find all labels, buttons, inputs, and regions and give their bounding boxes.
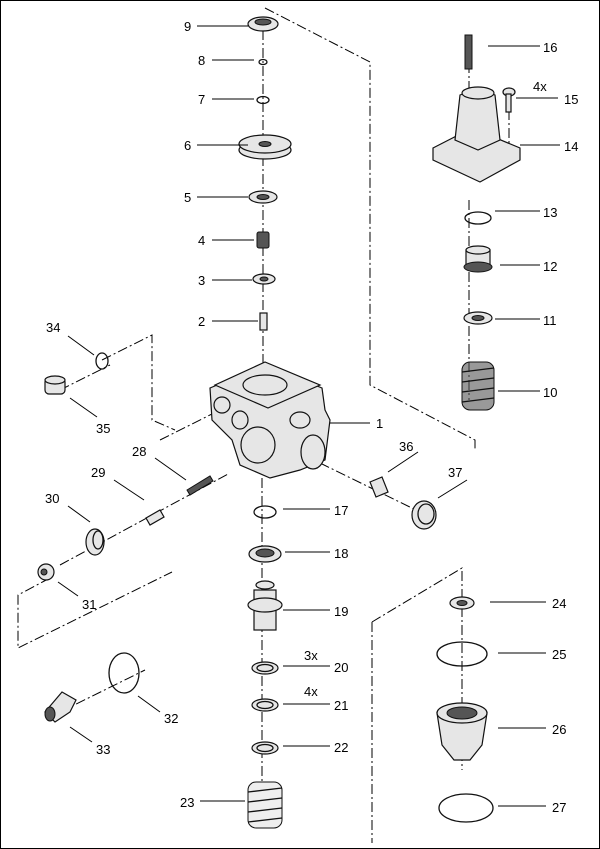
part-4-spring (256, 231, 270, 249)
callout-20: 20 (334, 660, 348, 675)
callout-9: 9 (184, 19, 191, 34)
callout-24: 24 (552, 596, 566, 611)
part-5-seal (248, 190, 278, 204)
part-17-o-ring (253, 505, 277, 519)
callout-15: 15 (564, 92, 578, 107)
part-37-cap (411, 500, 437, 530)
callout-32: 32 (164, 711, 178, 726)
part-19-piston (247, 580, 283, 631)
callout-2: 2 (198, 314, 205, 329)
part-14-housing (432, 86, 521, 183)
part-31-nut (37, 563, 55, 581)
parts (37, 16, 521, 829)
part-28-spring (186, 475, 214, 496)
callout-30: 30 (45, 491, 59, 506)
part-27-circlip (438, 793, 494, 823)
callout-21: 21 (334, 698, 348, 713)
leader-lines (57, 25, 560, 807)
callout-35: 35 (96, 421, 110, 436)
part-30-seal (85, 528, 105, 556)
part-7-o-ring (256, 95, 270, 105)
callout-37: 37 (448, 465, 462, 480)
part-24-seal (449, 596, 475, 610)
part-32-o-ring (108, 652, 140, 694)
callout-26: 26 (552, 722, 566, 737)
part-15-screw (502, 87, 516, 113)
part-16-pin (464, 34, 473, 70)
part-3-bearing (252, 273, 276, 285)
part-11-seal (463, 311, 493, 325)
callout-25: 25 (552, 647, 566, 662)
quantity-20: 3x (304, 648, 318, 663)
callout-31: 31 (82, 597, 96, 612)
part-12-valve (463, 245, 493, 273)
part-25-o-ring (436, 641, 488, 667)
callout-28: 28 (132, 444, 146, 459)
part-22-washer (251, 741, 279, 755)
callout-14: 14 (564, 139, 578, 154)
part-8-washer (258, 58, 268, 66)
part-35-plug (44, 375, 66, 395)
callout-1: 1 (376, 416, 383, 431)
callout-3: 3 (198, 273, 205, 288)
callout-7: 7 (198, 92, 205, 107)
part-20-washer (251, 661, 279, 675)
callout-16: 16 (543, 40, 557, 55)
callout-36: 36 (399, 439, 413, 454)
callout-10: 10 (543, 385, 557, 400)
part-13-o-ring (464, 211, 492, 225)
callout-34: 34 (46, 320, 60, 335)
callout-27: 27 (552, 800, 566, 815)
callout-23: 23 (180, 795, 194, 810)
callout-18: 18 (334, 546, 348, 561)
part-26-valve-seat (436, 702, 488, 761)
part-33-fitting (44, 691, 77, 723)
part-1-pump-body (209, 361, 331, 479)
callout-19: 19 (334, 604, 348, 619)
part-2-pin (259, 312, 268, 331)
callout-5: 5 (184, 190, 191, 205)
callout-6: 6 (184, 138, 191, 153)
callout-12: 12 (543, 259, 557, 274)
callout-22: 22 (334, 740, 348, 755)
callout-8: 8 (198, 53, 205, 68)
quantity-15: 4x (533, 79, 547, 94)
callout-33: 33 (96, 742, 110, 757)
part-23-spring (247, 781, 283, 829)
part-10-spring (461, 361, 495, 411)
part-6-disc (238, 134, 292, 160)
quantity-21: 4x (304, 684, 318, 699)
part-36-valve (369, 476, 389, 498)
callout-17: 17 (334, 503, 348, 518)
part-18-seal (248, 545, 282, 563)
callout-11: 11 (543, 313, 557, 328)
part-34-o-ring (95, 352, 109, 370)
callout-13: 13 (543, 205, 557, 220)
part-21-washer (251, 698, 279, 712)
callout-29: 29 (91, 465, 105, 480)
part-9-diaphragm (247, 16, 279, 32)
callout-labels: 9 8 7 6 5 4 3 2 34 35 1 28 29 30 31 32 3… (45, 19, 578, 815)
callout-4: 4 (198, 233, 205, 248)
part-29-pin (145, 509, 165, 526)
